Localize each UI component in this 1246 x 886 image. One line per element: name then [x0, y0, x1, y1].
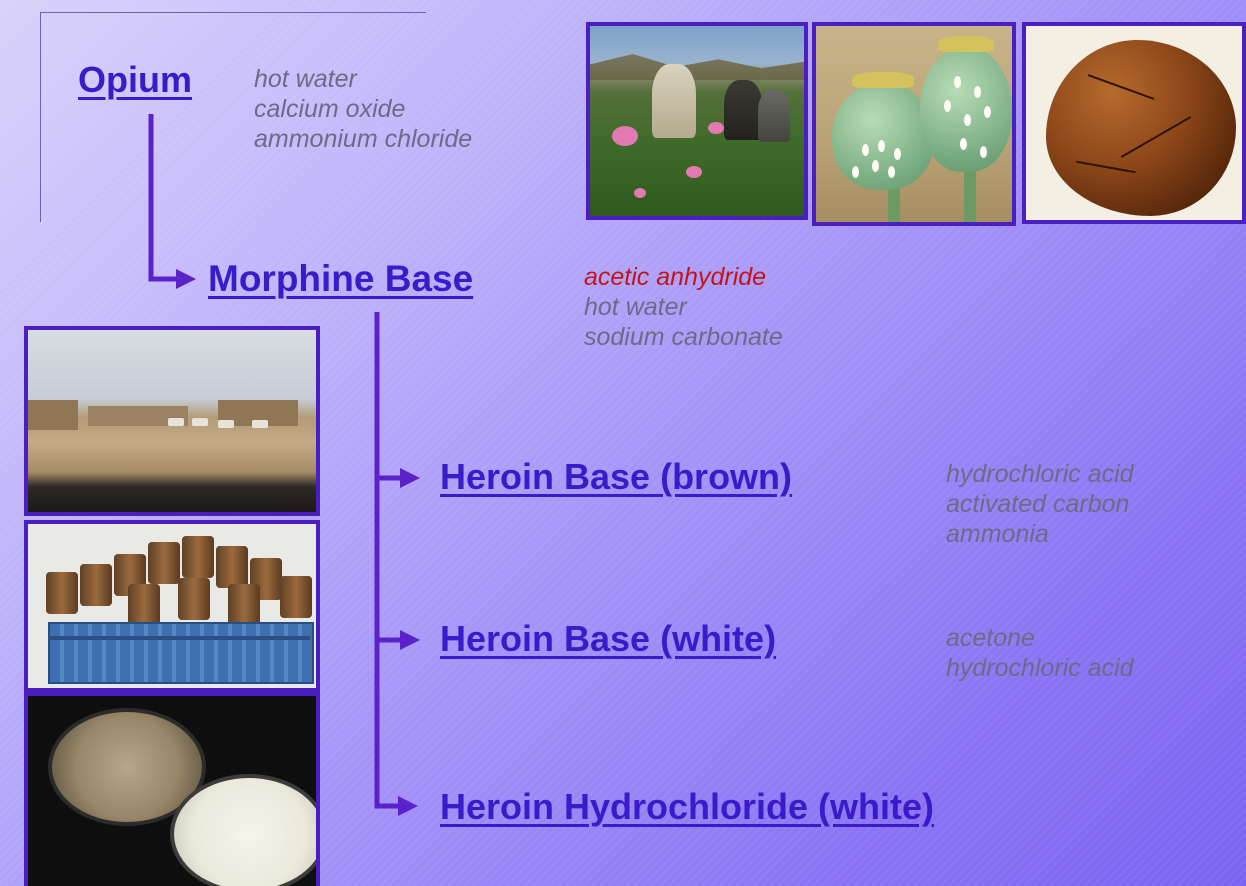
stage-morphine-base: Morphine Base [208, 258, 474, 299]
reagent: ammonia [946, 520, 1049, 548]
reagent: calcium oxide [254, 95, 406, 123]
reagent: activated carbon [946, 490, 1130, 518]
reagent: acetone [946, 624, 1035, 652]
arrowhead-morphine [176, 269, 196, 289]
photo-village [24, 326, 320, 516]
reagents-morphine-base: acetic anhydride hot water sodium carbon… [584, 262, 783, 352]
photo-heroin-samples [24, 692, 320, 886]
connector-opium-morphine [148, 114, 178, 282]
reagents-heroin-base-white: acetone hydrochloric acid [946, 623, 1134, 683]
stage-opium: Opium [78, 59, 192, 100]
stage-heroin-hydrochloride: Heroin Hydrochloride (white) [440, 786, 935, 827]
stage-heroin-base-brown: Heroin Base (brown) [440, 456, 793, 497]
reagent: hydrochloric acid [946, 654, 1134, 682]
reagents-heroin-base-brown: hydrochloric acid activated carbon ammon… [946, 459, 1134, 549]
arrowhead-white [400, 630, 420, 650]
frame-line-left [40, 12, 41, 222]
reagent: hot water [584, 293, 687, 321]
photo-truck-barrels [24, 520, 320, 692]
reagent: ammonium chloride [254, 125, 473, 153]
photo-poppy-pods [812, 22, 1016, 226]
reagent: hot water [254, 65, 357, 93]
reagent-highlight: acetic anhydride [584, 263, 767, 291]
photo-raw-opium [1022, 22, 1246, 224]
stage-heroin-base-white: Heroin Base (white) [440, 618, 777, 659]
frame-line-top [40, 12, 426, 13]
connector-morphine-trunk [374, 312, 400, 809]
reagent: sodium carbonate [584, 323, 783, 351]
arrowhead-hydrochloride [398, 796, 418, 816]
arrowhead-brown [400, 468, 420, 488]
reagents-opium: hot water calcium oxide ammonium chlorid… [254, 64, 472, 154]
reagent: hydrochloric acid [946, 460, 1134, 488]
photo-poppy-field [586, 22, 808, 220]
